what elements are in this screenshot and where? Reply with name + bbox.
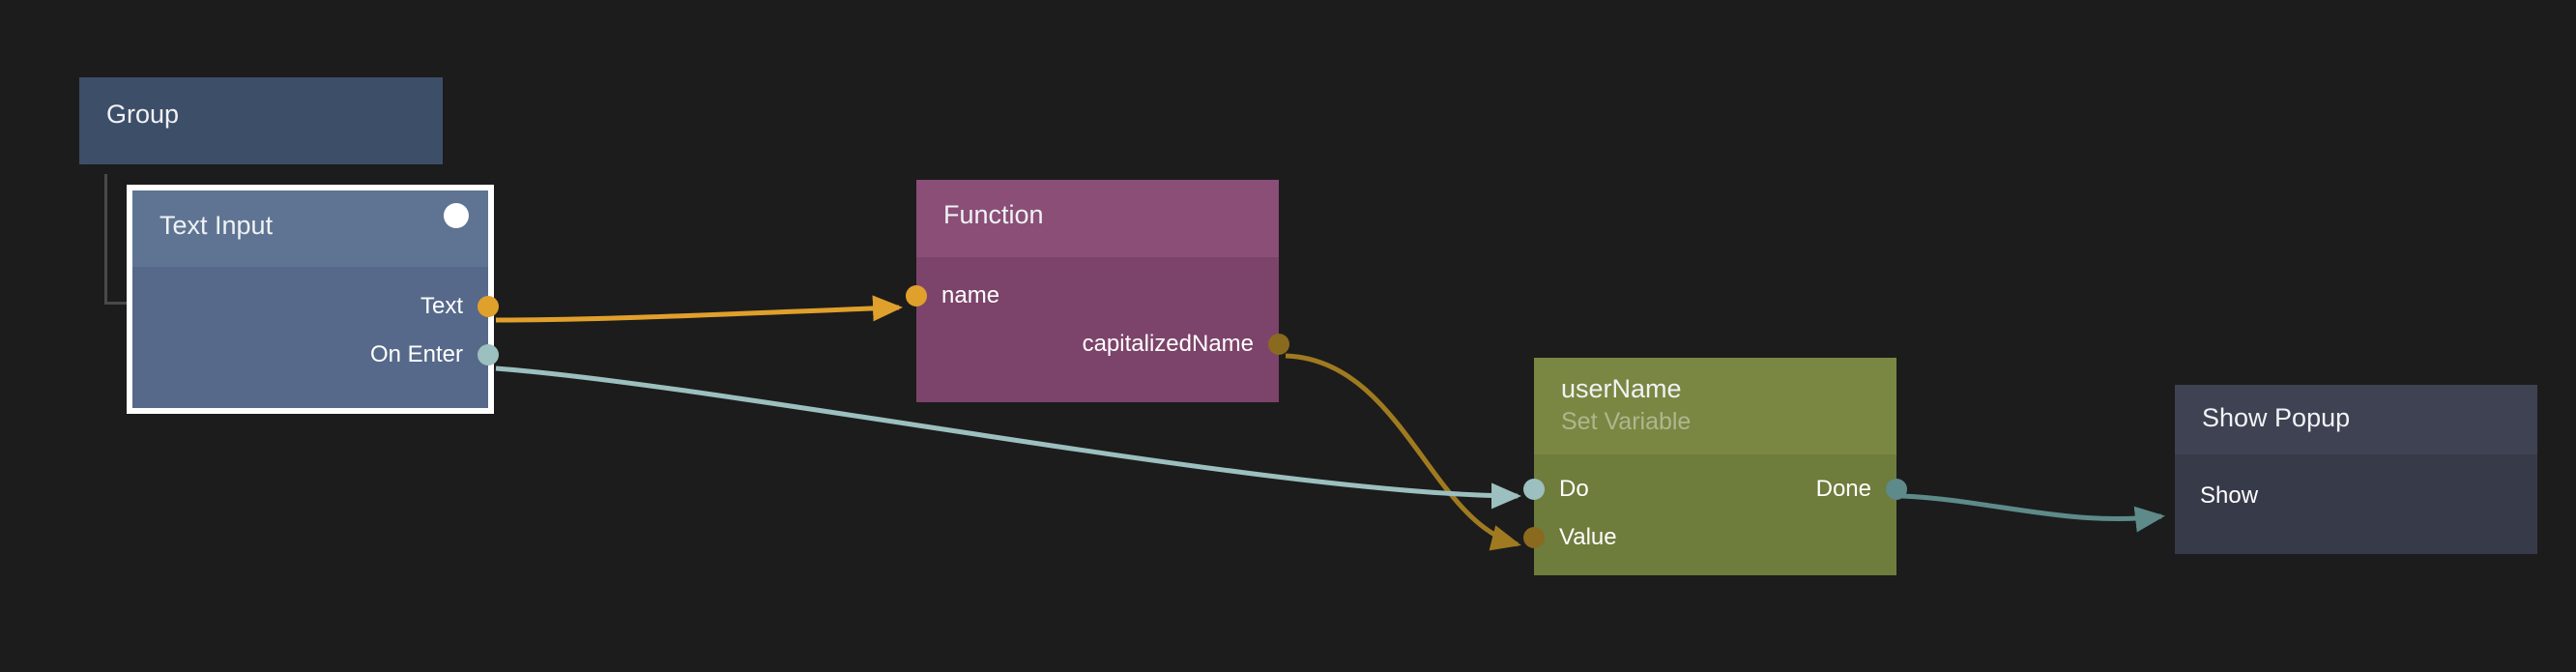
text-input-title: Text Input (159, 211, 274, 240)
port-row-text[interactable]: Text (132, 289, 499, 323)
text-input-body: Text On Enter (132, 267, 499, 414)
port-in-value[interactable] (1523, 526, 1545, 548)
set-variable-subtitle: Set Variable (1561, 407, 1692, 435)
node-function[interactable]: Function name capitalizedName (906, 180, 1289, 402)
set-variable-header: userName Set Variable (1534, 358, 1896, 454)
port-row-on-enter[interactable]: On Enter (132, 337, 499, 371)
edge-text-to-name (495, 295, 903, 323)
show-popup-body: Show (2175, 454, 2537, 554)
show-popup-title: Show Popup (2202, 403, 2351, 432)
port-out-text[interactable] (478, 295, 499, 317)
port-label-done: Done (1815, 475, 1871, 502)
set-variable-port-stack: Do Done Value (1523, 472, 1907, 554)
edge-capitalizedname-to-value (1285, 353, 1521, 551)
show-popup-header: Show Popup (2175, 385, 2537, 454)
group-tree-connector (104, 174, 132, 305)
port-row-done[interactable]: Done (1509, 472, 1907, 506)
function-header: Function (916, 180, 1279, 257)
set-variable-title: userName (1561, 374, 1682, 403)
node-set-variable[interactable]: userName Set Variable Do Done Value (1523, 358, 1907, 575)
port-out-done[interactable] (1886, 478, 1907, 500)
port-out-capitalizedname[interactable] (1268, 333, 1289, 355)
port-label-name: name (941, 281, 1000, 308)
port-row-show[interactable]: Show (2175, 479, 2537, 512)
node-text-input[interactable]: Text Input Text On Enter (127, 185, 499, 414)
port-label-text: Text (420, 292, 463, 319)
port-row-value[interactable]: Value (1523, 520, 1896, 554)
port-out-on-enter[interactable] (478, 343, 499, 365)
node-show-popup[interactable]: Show Popup Show (2175, 385, 2537, 554)
group-header: Group (79, 77, 443, 130)
group-title: Group (106, 100, 180, 129)
port-row-capitalizedname[interactable]: capitalizedName (916, 327, 1289, 361)
node-group[interactable]: Group (79, 77, 443, 164)
port-label-capitalizedname: capitalizedName (1082, 330, 1254, 357)
port-row-do[interactable]: Do (1523, 472, 1896, 506)
function-title: Function (943, 200, 1044, 229)
status-dot-icon (444, 203, 469, 228)
port-label-on-enter: On Enter (369, 340, 463, 367)
port-row-name[interactable]: name (906, 278, 1279, 312)
port-label-value: Value (1559, 523, 1617, 550)
set-variable-body: Do Done Value (1523, 454, 1907, 575)
port-in-name[interactable] (906, 284, 927, 307)
function-body: name capitalizedName (906, 257, 1289, 402)
port-in-do[interactable] (1523, 478, 1545, 500)
port-label-do: Do (1559, 475, 1589, 502)
text-input-header: Text Input (132, 190, 488, 267)
edge-done-to-show (1901, 493, 2165, 533)
port-label-show: Show (2200, 482, 2259, 509)
